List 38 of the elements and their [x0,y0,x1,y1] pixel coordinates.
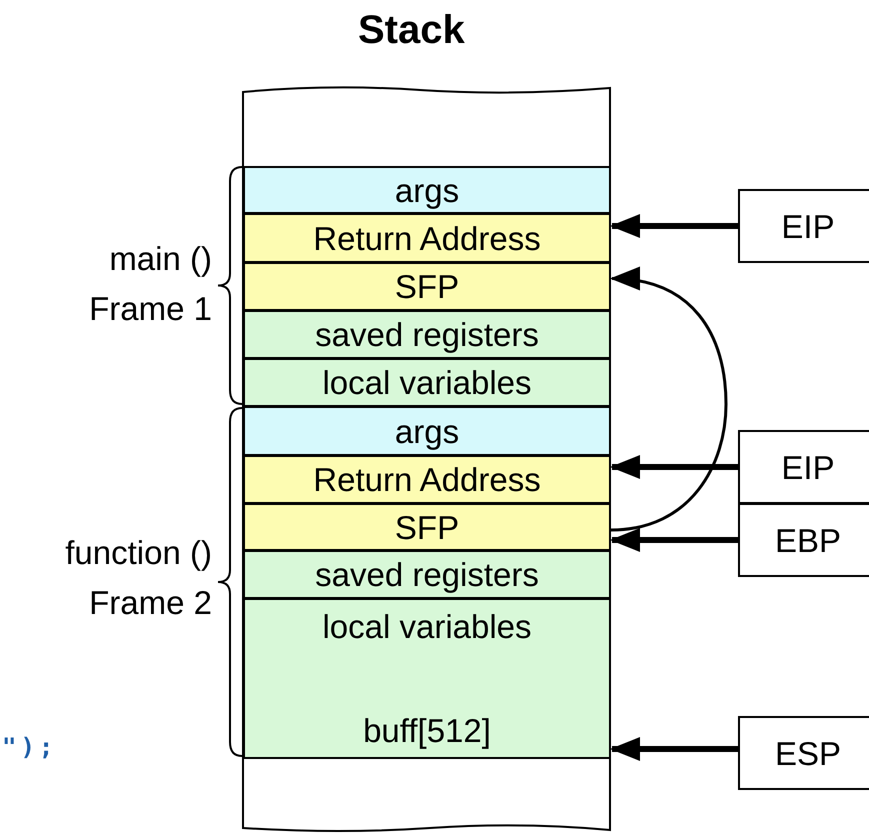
register-name: EBP [774,524,842,556]
cell-label: Return Address [313,222,541,254]
arrow [610,528,738,552]
stack-cell [243,358,611,407]
stack-cell [243,455,611,504]
register-box [738,716,869,790]
cell-label: saved registers [315,558,539,591]
cell-label: local variables [322,610,532,643]
stack-cell [243,503,611,551]
code-fragment: "); [2,732,58,763]
register-box [738,430,869,504]
frame-label: function () Frame 2 [64,533,212,623]
stack-cell [243,262,611,311]
cell-label: SFP [394,510,460,544]
stack-cell [243,406,611,456]
arrow [610,214,738,238]
frame-label: main () Frame 1 [88,239,212,329]
cell-label: buff[512] [363,714,491,747]
cell-label: local variables [322,366,532,399]
arrow [610,737,738,761]
register-name: ESP [774,736,842,770]
cell-label: SFP [394,270,460,303]
stack-cell [243,166,611,214]
stack-cell [243,550,611,599]
stack-cell [243,598,611,759]
register-box [738,503,869,577]
arrow [610,455,738,479]
stack-cell [243,213,611,263]
arrow [610,268,728,532]
title: Stack [358,8,465,53]
cell-label: args [394,414,460,448]
cell-label: Return Address [313,463,541,496]
cell-label: args [394,174,460,206]
stack-cell [243,310,611,359]
cell-label: saved registers [315,318,539,351]
register-box [738,189,869,263]
register-name: EIP [781,210,835,242]
register-name: EIP [781,450,835,484]
